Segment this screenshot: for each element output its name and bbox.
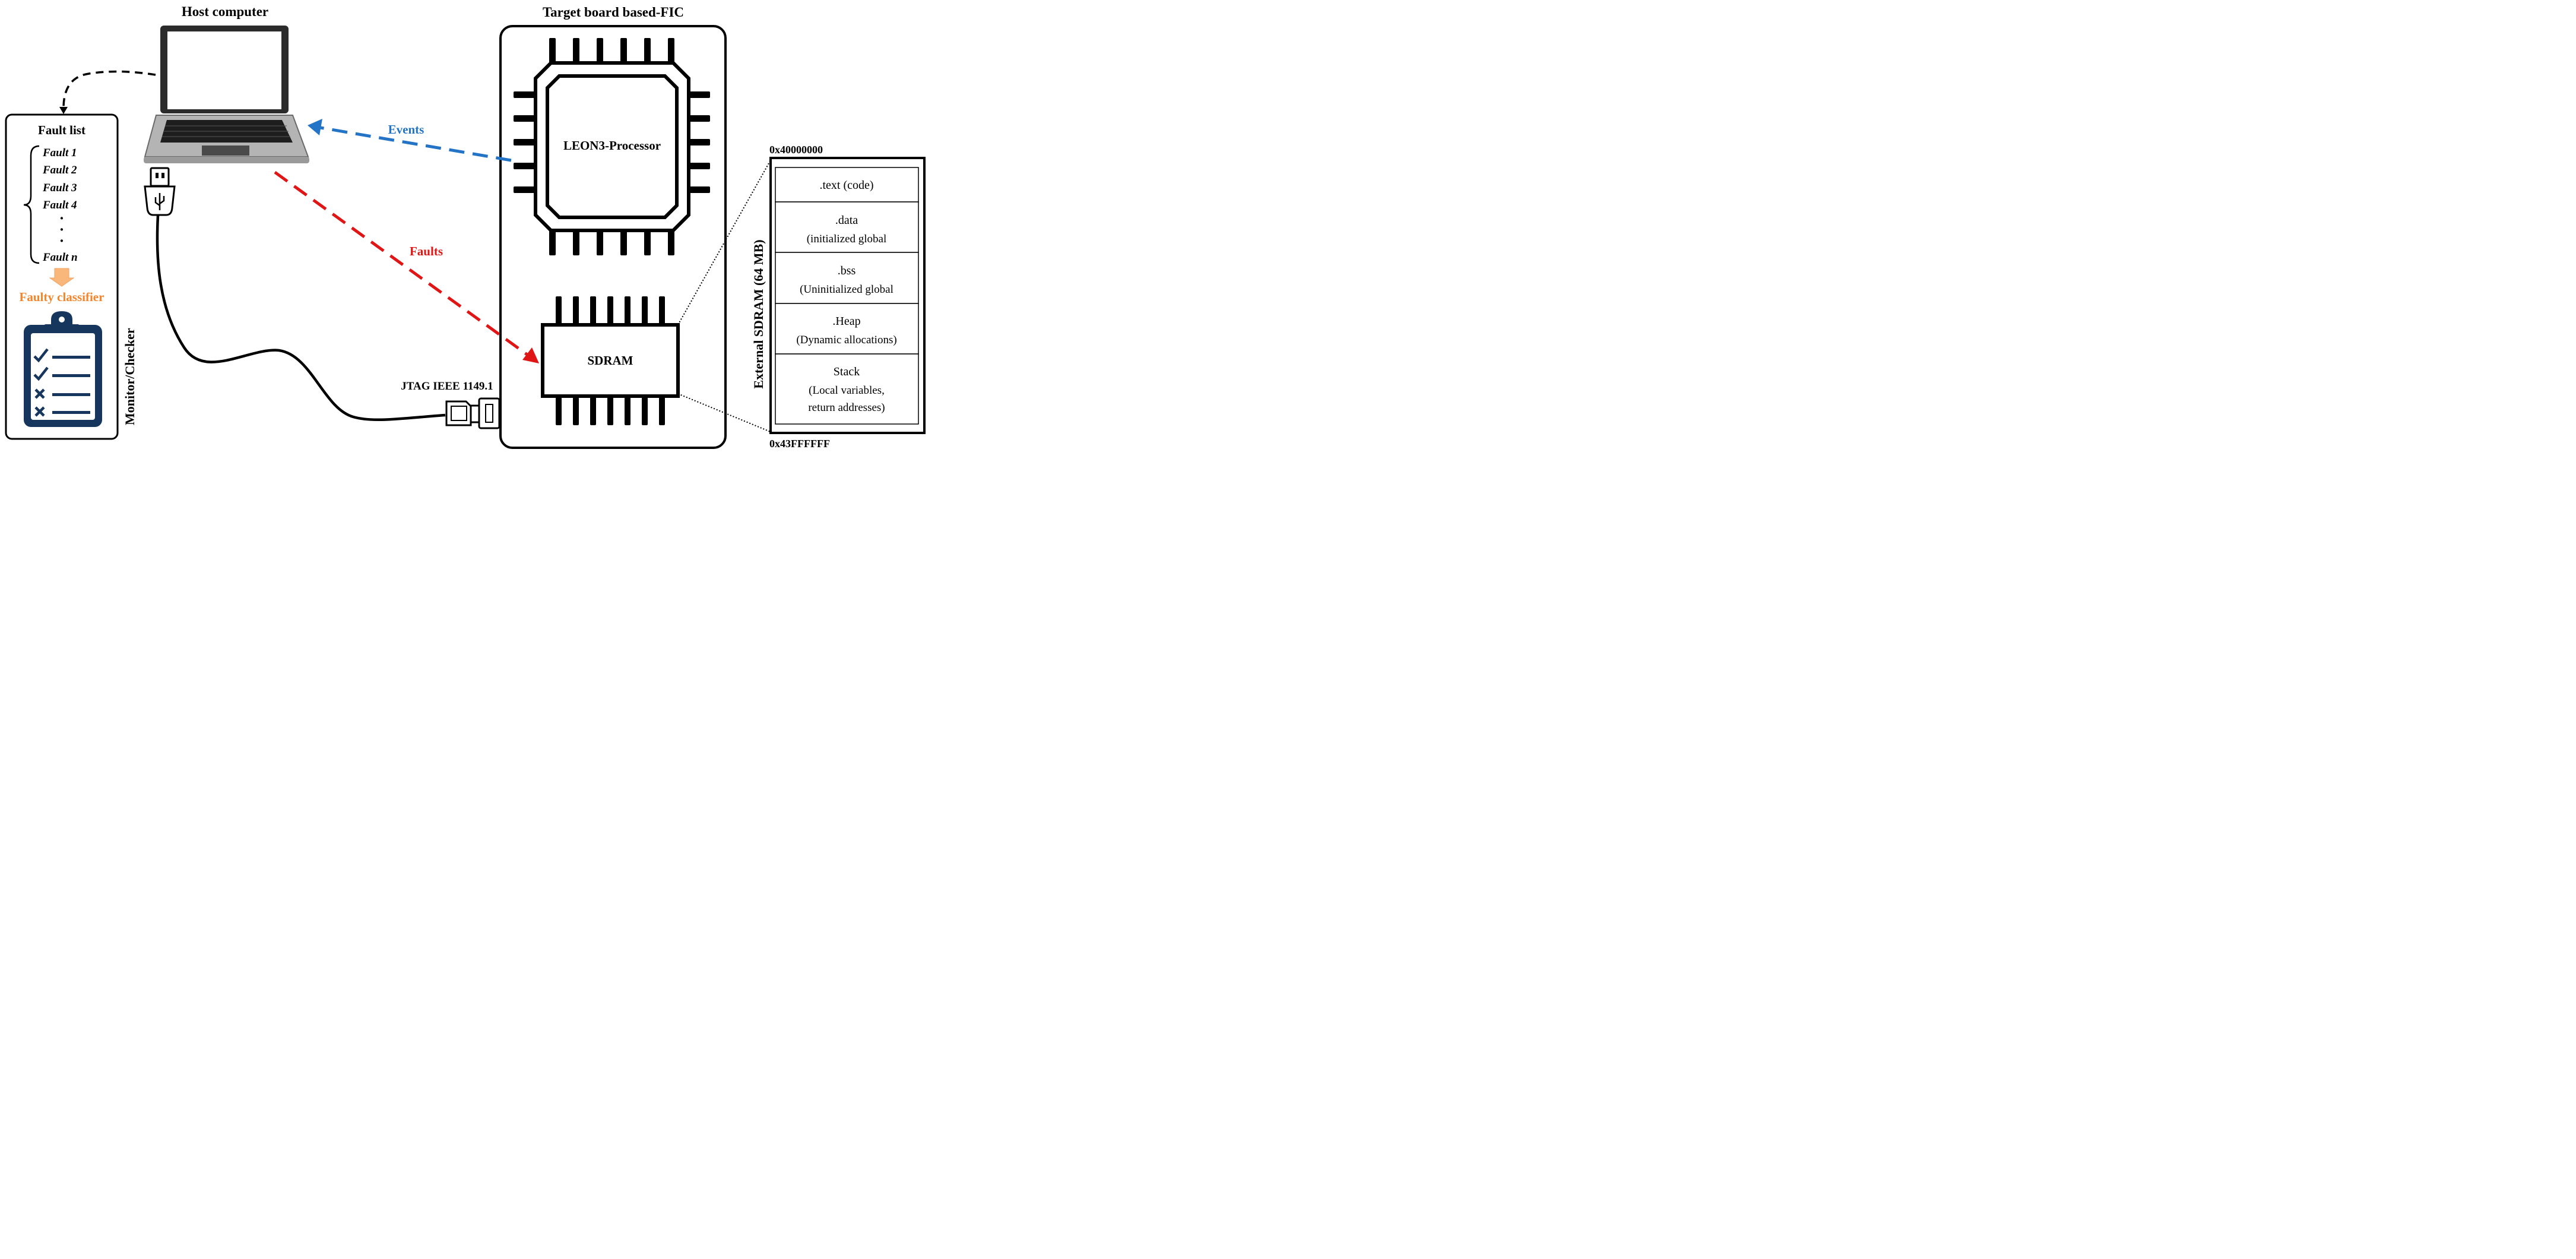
memory-section-text-name: .text (code) <box>819 179 873 192</box>
fault-item-4: Fault 4 <box>42 199 77 211</box>
laptop-icon <box>144 26 309 163</box>
memory-section-stack-desc: (Local variables, <box>809 384 885 397</box>
faults-arrow <box>274 170 539 363</box>
memory-section-stack-name: Stack <box>834 365 860 378</box>
laptop-to-faultlist-connector <box>59 70 156 114</box>
down-arrow-icon <box>49 268 75 287</box>
monitor-checker-label: Monitor/Checker <box>122 328 137 425</box>
fault-list-brace <box>23 145 40 264</box>
memory-section-data-desc: (initialized global <box>807 233 887 245</box>
ellipsis-dot-2: · <box>59 221 65 238</box>
host-computer-title: Host computer <box>182 4 268 19</box>
jtag-label: JTAG IEEE 1149.1 <box>401 380 493 393</box>
memory-sections <box>775 167 919 425</box>
fault-item-3: Fault 3 <box>42 182 77 194</box>
memory-section-stack <box>775 353 919 425</box>
clipboard-checklist-icon <box>24 311 102 427</box>
target-board-title: Target board based-FIC <box>543 5 684 20</box>
fault-item-2: Fault 2 <box>42 164 77 176</box>
memory-section-bss-desc: (Uninitialized global <box>800 283 893 296</box>
sdram-chip <box>541 296 680 425</box>
sdram-label: SDRAM <box>588 353 633 368</box>
fault-item-n: Fault n <box>42 251 78 264</box>
memory-start-address: 0x40000000 <box>769 144 823 156</box>
memory-section-data <box>775 201 919 253</box>
fault-list-title: Fault list <box>38 123 85 137</box>
memory-section-text <box>775 167 919 203</box>
memory-section-heap <box>775 303 919 355</box>
memory-section-bss <box>775 252 919 304</box>
diagram-canvas: Fault list Fault 1 Fault 2 Fault 3 Fault… <box>5 4 926 450</box>
memory-section-stack-desc-2: return addresses) <box>808 401 885 414</box>
external-sdram-label: External SDRAM (64 MB) <box>751 239 766 388</box>
hdmi-connector-icon <box>445 397 500 429</box>
processor-label: LEON3-Processor <box>563 138 661 153</box>
faults-label: Faults <box>410 244 443 258</box>
monitor-checker-panel: Fault list Fault 1 Fault 2 Fault 3 Fault… <box>5 113 137 440</box>
ellipsis-dot-3: · <box>59 232 65 249</box>
usb-jtag-cable <box>156 215 446 421</box>
zoom-line-bottom <box>677 393 772 433</box>
memory-section-data-name: .data <box>835 214 858 227</box>
fault-item-1: Fault 1 <box>42 147 77 159</box>
usb-plug-icon <box>144 167 176 216</box>
memory-section-heap-desc: (Dynamic allocations) <box>796 334 896 346</box>
ellipsis-dot-1: · <box>59 210 65 227</box>
chip-icon <box>514 38 710 255</box>
memory-section-heap-name: .Heap <box>832 315 860 328</box>
events-label: Events <box>388 122 424 137</box>
memory-end-address: 0x43FFFFFF <box>769 438 830 450</box>
memory-section-bss-name: .bss <box>838 264 856 277</box>
events-arrow <box>308 119 512 162</box>
faulty-classifier-label: Faulty classifier <box>20 290 104 304</box>
zoom-line-top <box>677 157 772 325</box>
